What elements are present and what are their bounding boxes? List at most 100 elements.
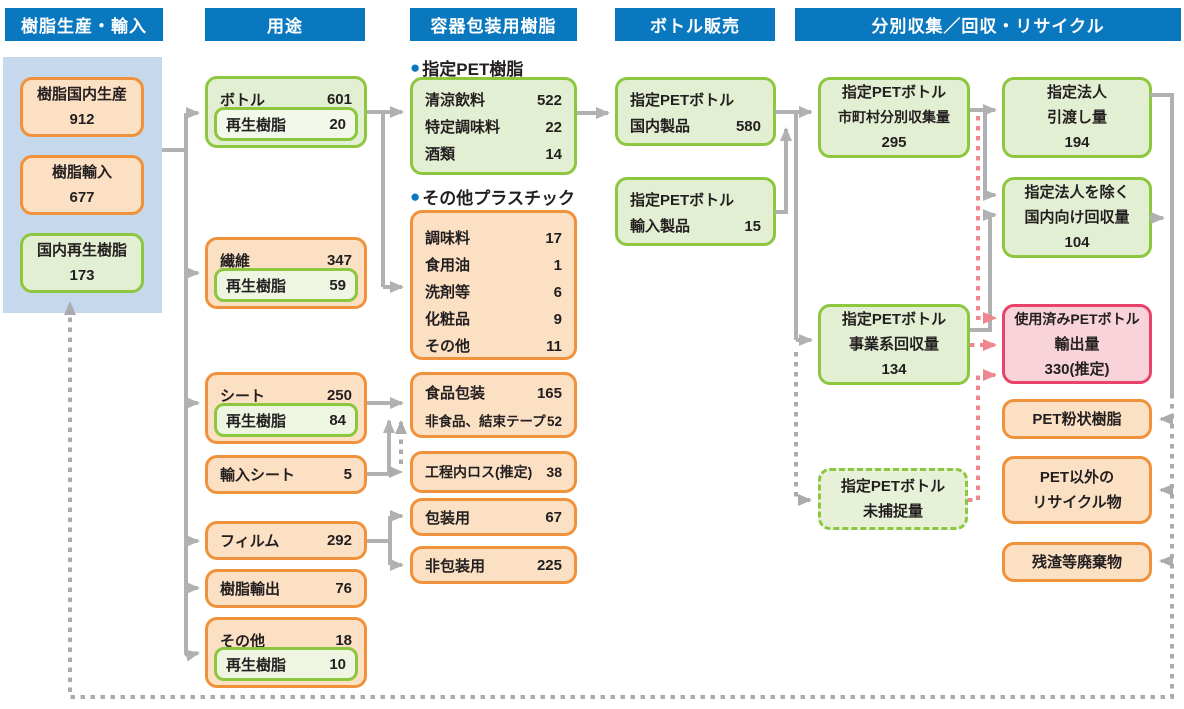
node-label: 国内再生樹脂: [36, 242, 127, 259]
node-value: 104: [1064, 234, 1090, 251]
node-domestic-recycled-resin: 国内再生樹脂 173: [20, 233, 144, 293]
node-label-line2: 引渡し量: [1046, 109, 1107, 126]
node-domestic-production: 樹脂国内生産 912: [20, 77, 144, 137]
header-resin-production: 樹脂生産・輸入: [5, 8, 163, 41]
node-bottle-recycled: 再生樹脂 20: [214, 107, 358, 141]
header-bottle-sales: ボトル販売: [615, 8, 775, 41]
node-uncaptured: 指定PETボトル 未捕捉量: [818, 468, 968, 530]
node-designated-handover: 指定法人 引渡し量 194: [1002, 77, 1152, 158]
node-label: 特定調味料: [425, 119, 501, 136]
node-label: 包装用: [425, 509, 471, 527]
node-label: フィルム: [220, 533, 280, 550]
node-non-designated-recovery: 指定法人を除く 国内向け回収量 104: [1002, 177, 1152, 258]
node-fiber-recycled: 再生樹脂 59: [214, 268, 358, 302]
node-label-line1: 指定PETボトル: [840, 478, 946, 495]
node-pet-powder: PET粉状樹脂: [1002, 399, 1152, 439]
node-label-line1: PET以外の: [1039, 469, 1115, 486]
node-value: 9: [553, 311, 562, 328]
node-value: 250: [326, 386, 352, 404]
node-value: 38: [546, 464, 562, 480]
node-value: 18: [335, 631, 352, 649]
node-value: 15: [744, 218, 761, 235]
node-value: 5: [343, 466, 352, 483]
node-film: フィルム 292: [205, 521, 367, 560]
node-value: 20: [329, 115, 346, 133]
node-value: 677: [69, 189, 95, 206]
node-value: 601: [326, 90, 352, 108]
node-label-line2: 国内向け回収量: [1024, 209, 1130, 226]
node-value: 1: [553, 257, 562, 274]
node-value: 292: [326, 532, 352, 549]
node-label-line2: 国内製品: [630, 118, 691, 135]
node-label-line1: 指定PETボトル: [630, 192, 735, 209]
node-label-line2: 事業系回収量: [848, 336, 939, 353]
node-value: 10: [329, 655, 346, 673]
node-value: 52: [546, 414, 562, 429]
node-value: 6: [553, 284, 562, 301]
node-label-line2: 輸出量: [1054, 335, 1100, 353]
node-process-loss: 工程内ロス(推定) 38: [410, 451, 577, 493]
node-bottle: ボトル 601 再生樹脂 20: [205, 76, 367, 148]
node-non-packaging-use: 非包装用 225: [410, 546, 577, 584]
node-value: 173: [69, 267, 95, 284]
node-label: ボトル: [220, 91, 266, 109]
node-value: 67: [545, 508, 562, 526]
node-label-line2: 輸入製品: [630, 218, 691, 235]
section-label: その他プラスチック: [422, 189, 575, 208]
node-fiber: 繊維 347 再生樹脂 59: [205, 237, 367, 309]
node-label-line2: 市町村分別収集量: [838, 109, 950, 125]
node-others-recycled: 再生樹脂 10: [214, 647, 358, 681]
bullet-icon: ●: [410, 57, 421, 77]
node-others: その他 18 再生樹脂 10: [205, 617, 367, 688]
node-label: 食品包装: [425, 385, 486, 402]
section-label: 指定PET樹脂: [422, 60, 524, 79]
node-value: 76: [335, 580, 352, 597]
node-label: 洗剤等: [425, 284, 471, 301]
node-label-line1: 指定PETボトル: [630, 92, 735, 109]
node-value: 580: [735, 118, 761, 135]
node-value: 84: [329, 411, 346, 429]
node-import-bottle: 指定PETボトル 輸入製品 15: [615, 177, 776, 246]
node-label: 樹脂輸入: [51, 164, 112, 181]
node-label-line1: 指定法人を除く: [1024, 184, 1130, 201]
section-other-plastic: ● その他プラスチック: [410, 184, 575, 209]
node-municipal-collection: 指定PETボトル 市町村分別収集量 295: [818, 77, 970, 158]
node-label: 工程内ロス(推定): [425, 464, 533, 480]
node-used-bottle-export: 使用済みPETボトル 輸出量 330(推定): [1002, 304, 1152, 384]
node-value: 165: [536, 385, 562, 402]
node-label-line2: 未捕捉量: [862, 503, 923, 520]
node-value: 347: [326, 251, 352, 269]
node-value: 11: [546, 338, 562, 355]
node-label-line1: 使用済みPETボトル: [1014, 310, 1140, 327]
node-residue-waste: 残渣等廃棄物: [1002, 542, 1152, 582]
node-label: 清涼飲料: [425, 92, 486, 109]
node-value: 225: [536, 556, 562, 574]
node-value: 17: [545, 230, 562, 247]
node-label-line2: リサイクル物: [1032, 494, 1122, 511]
node-label-line1: 指定法人: [1046, 84, 1107, 101]
header-container-resin: 容器包装用樹脂: [410, 8, 577, 41]
node-label: 再生樹脂: [226, 277, 287, 295]
node-label-line1: 指定PETボトル: [841, 84, 947, 101]
node-label: 樹脂国内生産: [36, 86, 127, 103]
node-label: 残渣等廃棄物: [1031, 553, 1122, 571]
node-value: 22: [545, 119, 562, 136]
node-label: 酒類: [425, 146, 456, 163]
node-value: 59: [329, 276, 346, 294]
node-business-recovery: 指定PETボトル 事業系回収量 134: [818, 304, 970, 385]
header-collection-recycle: 分別収集／回収・リサイクル: [795, 8, 1181, 41]
node-label: 調味料: [425, 230, 471, 247]
node-import-sheet: 輸入シート 5: [205, 455, 367, 494]
node-value: 14: [545, 146, 562, 163]
node-resin-export: 樹脂輸出 76: [205, 569, 367, 608]
node-value: 522: [536, 92, 562, 109]
node-value: 295: [881, 134, 907, 151]
bullet-icon: ●: [410, 186, 421, 206]
node-non-pet-recyclables: PET以外の リサイクル物: [1002, 456, 1152, 524]
node-label: 繊維: [220, 252, 251, 270]
node-label: 化粧品: [425, 311, 471, 328]
node-label: 再生樹脂: [226, 116, 287, 134]
node-label: 樹脂輸出: [220, 581, 281, 598]
node-resin-import: 樹脂輸入 677: [20, 155, 144, 215]
